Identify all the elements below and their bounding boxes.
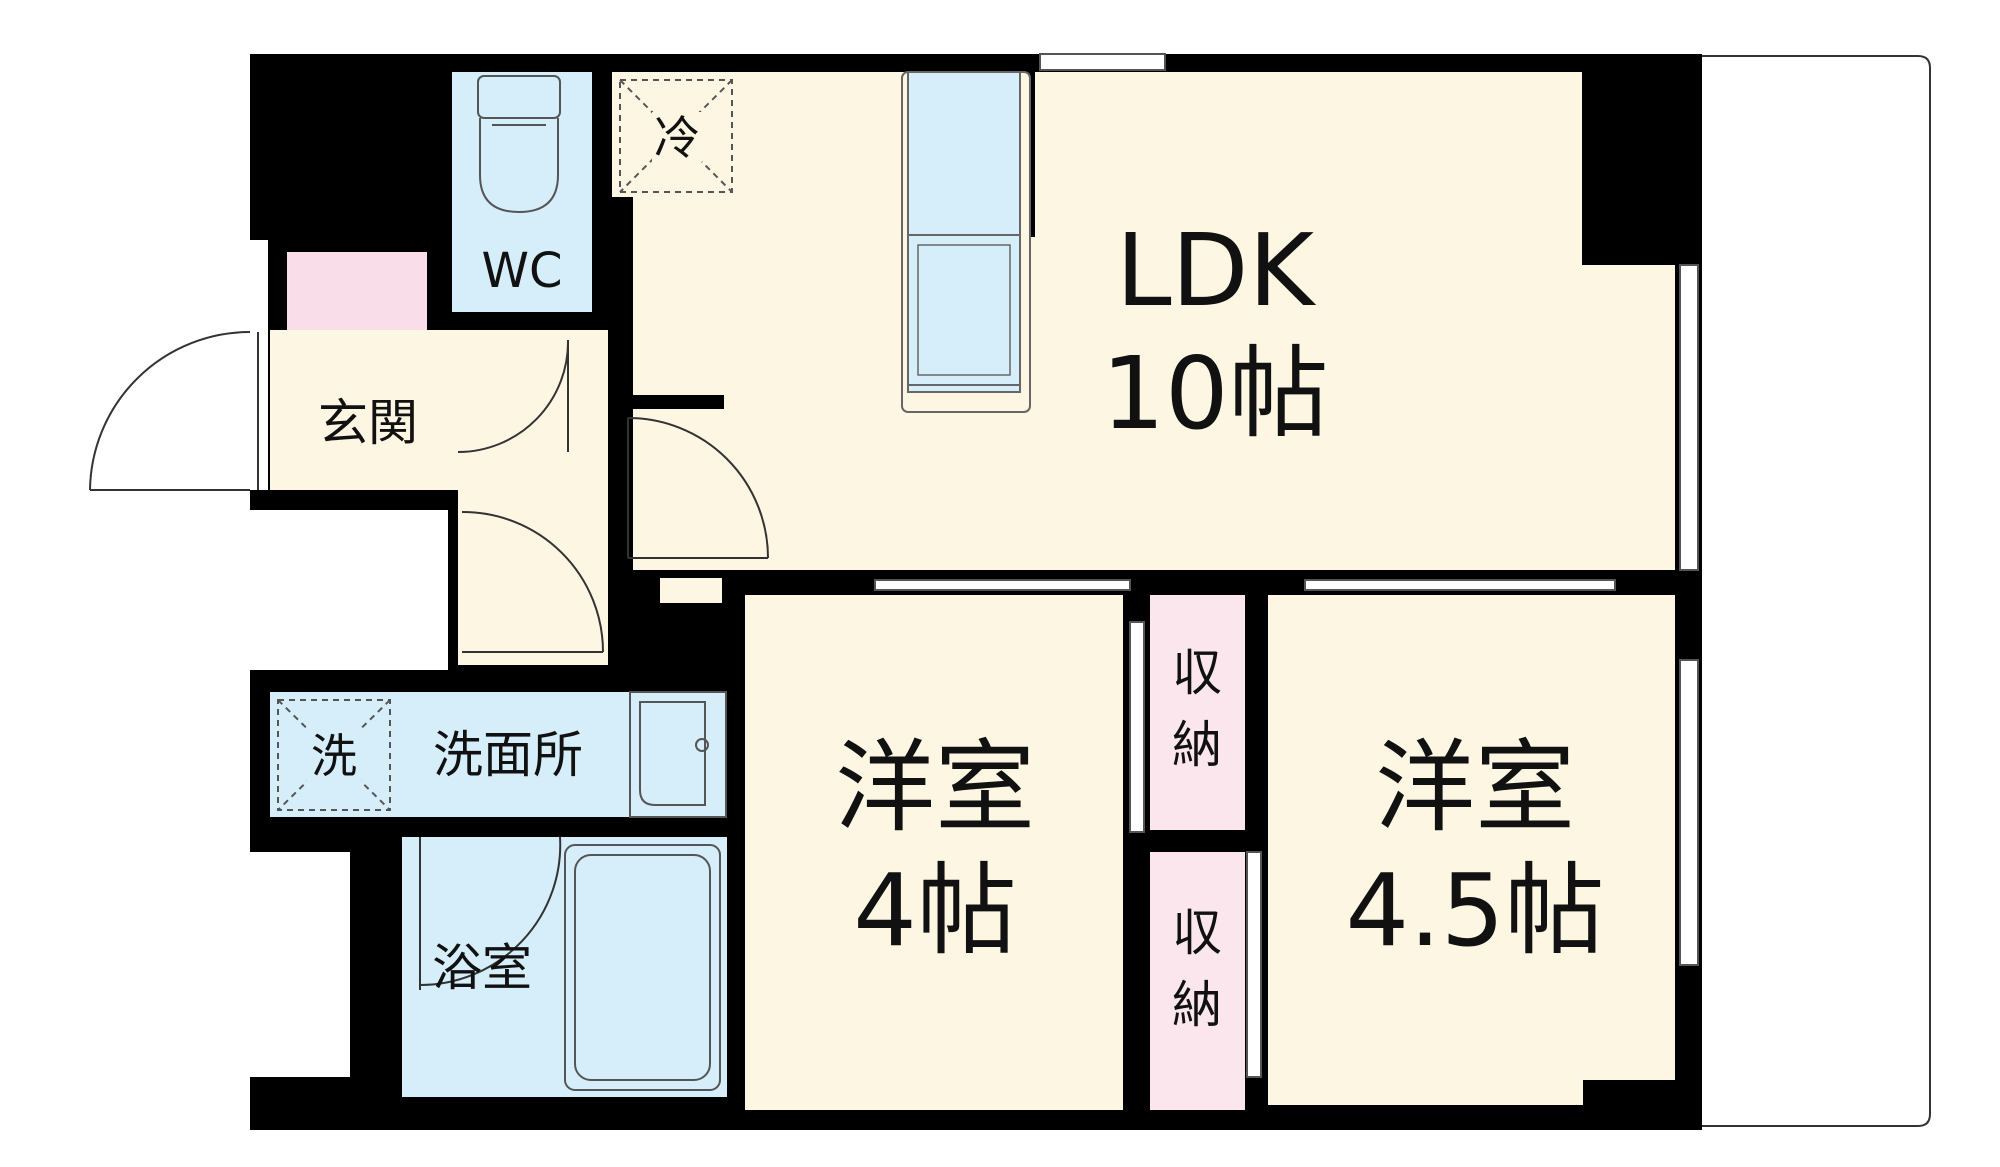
- ldk-label: LDK: [1116, 212, 1317, 329]
- washroom-label: 洗面所: [433, 726, 583, 784]
- room-floors: [270, 72, 1675, 1110]
- closet-upper-label-top: 収: [1172, 644, 1222, 702]
- kitchen-counter-icon: [901, 71, 1031, 413]
- toilet-floor: [452, 72, 592, 312]
- western-right-label: 洋室: [1375, 729, 1575, 846]
- closet-lower-label-top: 収: [1172, 904, 1222, 962]
- balcony: [1690, 55, 1931, 1127]
- washer-label: 洗: [311, 729, 357, 783]
- door-swing-icon: [457, 339, 769, 653]
- fridge-fixture: 冷: [619, 79, 733, 193]
- western-left-floor: [745, 595, 1123, 1110]
- closet-upper-floor: [1150, 595, 1245, 830]
- toilet-label: WC: [482, 243, 563, 299]
- exterior-voids: [250, 240, 448, 1077]
- hallway-floor: [458, 330, 608, 665]
- ldk-floor: [633, 72, 1675, 570]
- bath-door-swing: [419, 836, 562, 990]
- closet-upper-label-bottom: 納: [1172, 716, 1222, 774]
- fridge-label: 冷: [654, 111, 700, 165]
- closet-lower-floor: [1150, 852, 1245, 1110]
- toilet-icon: [477, 75, 561, 214]
- western-left-size: 4帖: [853, 852, 1017, 969]
- sliding-doors: [874, 53, 1699, 1078]
- western-left-label: 洋室: [835, 729, 1035, 846]
- western-right-size: 4.5帖: [1345, 852, 1604, 969]
- ldk-size: 10帖: [1101, 335, 1328, 452]
- entrance-door-swing: [89, 331, 259, 491]
- western-right-floor: [1268, 595, 1675, 1105]
- entrance-label: 玄関: [318, 394, 418, 452]
- entrance-floor: [270, 330, 458, 490]
- bathtub-icon: [564, 844, 721, 1091]
- closet-lower-label-bottom: 納: [1172, 976, 1222, 1034]
- sink-icon: [629, 691, 727, 818]
- shoe-box: [287, 252, 427, 330]
- room-labels: LDK 10帖 洋室 4帖 洋室 4.5帖 玄関 WC 洗面所 浴室 収 納 収…: [318, 212, 1605, 1034]
- washer-fixture: 洗: [277, 699, 391, 811]
- bathroom-label: 浴室: [432, 939, 532, 997]
